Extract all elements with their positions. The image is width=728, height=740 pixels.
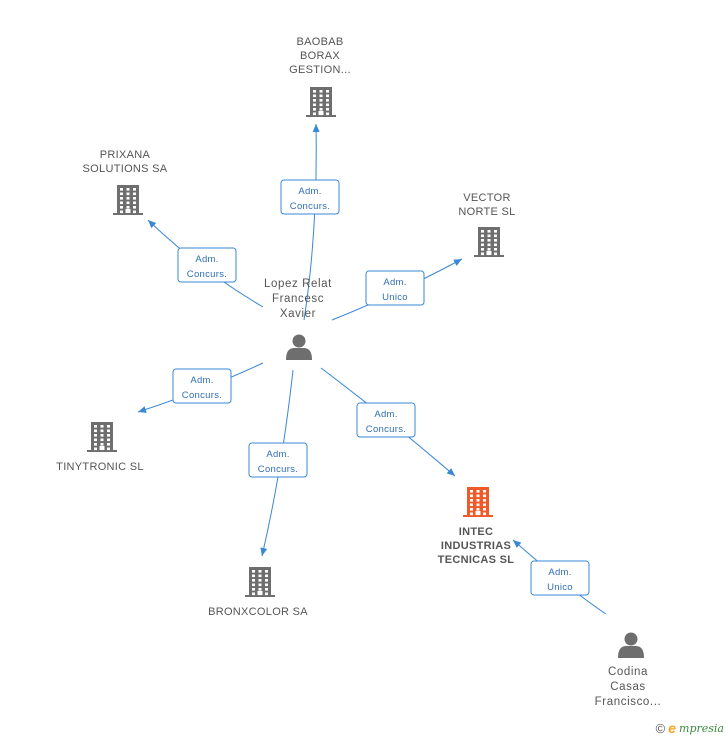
edge-label-box [172,368,232,404]
node-label-line: Lopez Relat [264,278,332,290]
arrow-head [138,406,147,413]
edge-label-line: Unico [547,582,573,593]
edge-label-line: Adm. [298,186,321,197]
node-label-line: NORTE SL [458,206,515,218]
edge-label-box [280,179,340,215]
building-icon [87,422,117,452]
building-icon [474,227,504,257]
brand-logo-e: e [668,720,677,736]
edge-label-box [177,247,237,283]
node-label-line: INDUSTRIAS [441,540,511,552]
edge-lopez-baobab: Adm. Concurs. [280,123,340,321]
edge-label[interactable]: Adm. Concurs. [280,179,340,215]
edge-label-line: Concurs. [290,201,330,212]
edge-lopez-tinytronic: Adm. Concurs. [137,362,264,413]
node-label-line: Francisco... [595,696,662,708]
edge-label[interactable]: Adm. Unico [530,560,590,596]
node-label-line: Francesc [272,293,324,305]
edge-label[interactable]: Adm. Concurs. [177,247,237,283]
copyright-symbol: © [655,720,666,736]
edge-label-line: Concurs. [258,464,298,475]
edge-label[interactable]: Adm. Concurs. [356,402,416,438]
node-label-line: TECNICAS SL [438,554,515,566]
arrow-head [148,220,157,229]
edge-label-line: Adm. [266,449,289,460]
edge-label-line: Concurs. [182,390,222,401]
person-icon [618,632,644,658]
edge-label-line: Adm. [195,254,218,265]
person-icon [286,334,312,360]
edge-label-line: Concurs. [366,424,406,435]
building-icon [463,487,493,517]
edge-label-line: Adm. [190,375,213,386]
node-vector[interactable]: VECTOR NORTE SL [458,192,515,257]
node-label-line: INTEC [459,526,494,538]
arrow-head [453,259,462,266]
arrow-head [446,468,455,476]
node-label-line: VECTOR [463,192,510,204]
edges-layer: Adm.Concurs.Adm.Concurs.Adm.UnicoAdm.Con… [137,123,607,615]
node-codina[interactable]: CodinaCasasFrancisco... [595,632,662,709]
node-label-line: Codina [608,666,648,678]
node-label-line: BAOBAB [296,36,343,48]
node-label-line: TINYTRONIC SL [56,461,144,473]
edge-label-line: Unico [382,292,408,303]
node-prixana[interactable]: PRIXANA SOLUTIONS SA [83,149,168,215]
node-label-line: GESTION... [289,64,351,76]
node-label-line: BRONXCOLOR SA [208,606,308,618]
edge-lopez-bronxcolor: Adm. Concurs. [248,369,308,557]
edge-label-box [530,560,590,596]
arrow-head [260,547,268,556]
building-icon [245,567,275,597]
node-tinytronic[interactable]: TINYTRONIC SL [56,422,144,473]
node-label-line: PRIXANA [100,149,151,161]
edge-line [303,123,317,321]
arrow-head [312,124,320,133]
edge-label-line: Adm. [383,277,406,288]
edge-label-line: Concurs. [187,269,227,280]
building-icon [113,185,143,215]
edge-label-box [365,270,425,306]
edge-label[interactable]: Adm. Unico [365,270,425,306]
edge-label-line: Adm. [548,567,571,578]
node-label-line: SOLUTIONS SA [83,163,168,175]
edge-label[interactable]: Adm. Concurs. [172,368,232,404]
node-label-line: Casas [610,681,646,693]
edge-lopez-prixana: Adm. Concurs. [147,219,264,308]
edge-label-box [356,402,416,438]
brand-logo-text: mpresia [679,721,724,735]
edge-label[interactable]: Adm. Concurs. [248,442,308,478]
edge-lopez-intec: Adm. Concurs. [320,367,456,477]
edge-lopez-vector: Adm. Unico [331,258,463,321]
node-label-line: Xavier [280,308,316,320]
arrow-head [513,540,522,548]
node-bronxcolor[interactable]: BRONXCOLOR SA [208,567,308,618]
node-label-line: BORAX [300,50,340,62]
edge-codina-intec: Adm. Unico [512,539,607,615]
building-icon [306,87,336,117]
node-baobab[interactable]: BAOBAB BORAX GESTION... [289,36,351,117]
edge-label-box [248,442,308,478]
edge-label-line: Adm. [374,409,397,420]
node-intec[interactable]: INTEC INDUSTRIAS TECNICAS SL [438,487,515,566]
